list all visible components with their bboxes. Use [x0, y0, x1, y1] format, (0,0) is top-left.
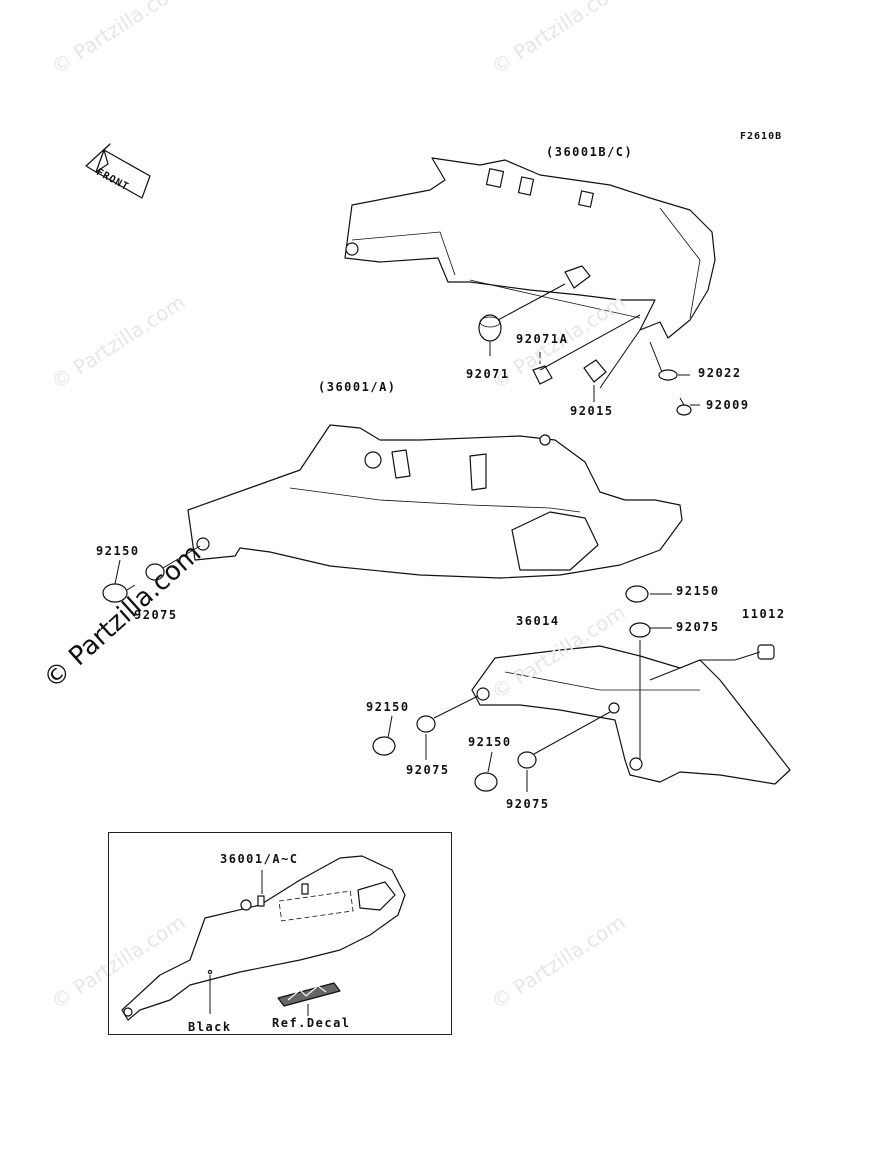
part-label-92150-lower-a: 92150 [366, 700, 410, 714]
collar-92075-lower-a [416, 715, 436, 733]
part-label-92009: 92009 [706, 398, 750, 412]
part-label-92015: 92015 [570, 404, 614, 418]
bolt-92150-lower-a [372, 736, 396, 756]
inset-decal-note: Ref.Decal [272, 1016, 351, 1030]
part-label-92150-right: 92150 [676, 584, 720, 598]
part-label-92075-lower-b: 92075 [506, 797, 550, 811]
part-label-92150-left: 92150 [96, 544, 140, 558]
damper-plug [564, 265, 591, 289]
part-label-92150-lower-b: 92150 [468, 735, 512, 749]
part-label-36001a: (36001/A) [318, 380, 397, 394]
inset-color-note: Black [188, 1020, 232, 1034]
figure-code: F2610B [740, 131, 783, 142]
decal-icon [277, 982, 341, 1007]
inset-part-ref: 36001/A~C [220, 852, 299, 866]
grommet-92071 [478, 314, 502, 342]
collar-92075-left [145, 563, 165, 581]
part-label-36014: 36014 [516, 614, 560, 628]
part-label-92022: 92022 [698, 366, 742, 380]
part-label-11012: 11012 [742, 607, 786, 621]
side-cover-middle [187, 424, 683, 579]
part-label-36001bc: (36001B/C) [546, 145, 634, 159]
screw-92009 [676, 397, 692, 416]
bolt-92150-right-top [625, 585, 649, 603]
side-cover-lower [471, 645, 791, 785]
bolt-92150-left [102, 583, 136, 603]
bolt-92150-lower-b [474, 772, 498, 792]
leader-lines-upper [489, 283, 700, 406]
part-label-92075-lower-a: 92075 [406, 763, 450, 777]
part-label-92071: 92071 [466, 367, 510, 381]
nut-92071a [532, 365, 553, 385]
part-label-92071a: 92071A [516, 332, 569, 346]
collar-92075-right-top [629, 622, 651, 638]
clip-92015 [583, 359, 607, 383]
inset-panel [108, 832, 452, 1035]
washer-92022 [658, 369, 678, 381]
side-cover-upper [344, 157, 716, 339]
collar-92075-lower-b [517, 751, 537, 769]
front-arrow-icon [85, 143, 151, 199]
part-label-92075-left: 92075 [134, 608, 178, 622]
inset-side-cover [121, 855, 406, 1021]
plug-11012 [757, 644, 775, 660]
part-label-92075-right: 92075 [676, 620, 720, 634]
